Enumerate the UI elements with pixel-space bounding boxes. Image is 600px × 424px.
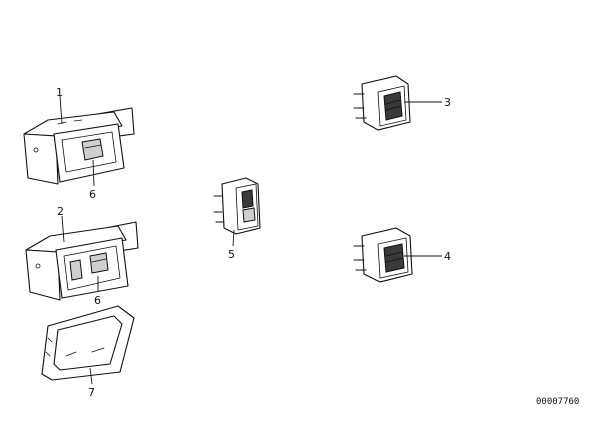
callout-6-upper: 6 [89,188,96,201]
part-7-trim-frame [41,305,135,381]
callout-6-lower: 6 [94,294,101,307]
part-2-switch-housing [25,221,139,301]
callout-2: 2 [57,205,64,218]
part-4-rocker-switch [353,227,413,283]
callout-4: 4 [444,250,451,263]
part-5-small-switch [213,177,261,235]
reference-number: 00007760 [536,397,579,407]
callout-5: 5 [228,248,235,261]
part-1-switch-housing [23,107,135,185]
callout-7: 7 [88,386,95,399]
part-3-rocker-switch [353,75,411,131]
callout-1: 1 [56,86,63,99]
callout-3: 3 [444,96,451,109]
